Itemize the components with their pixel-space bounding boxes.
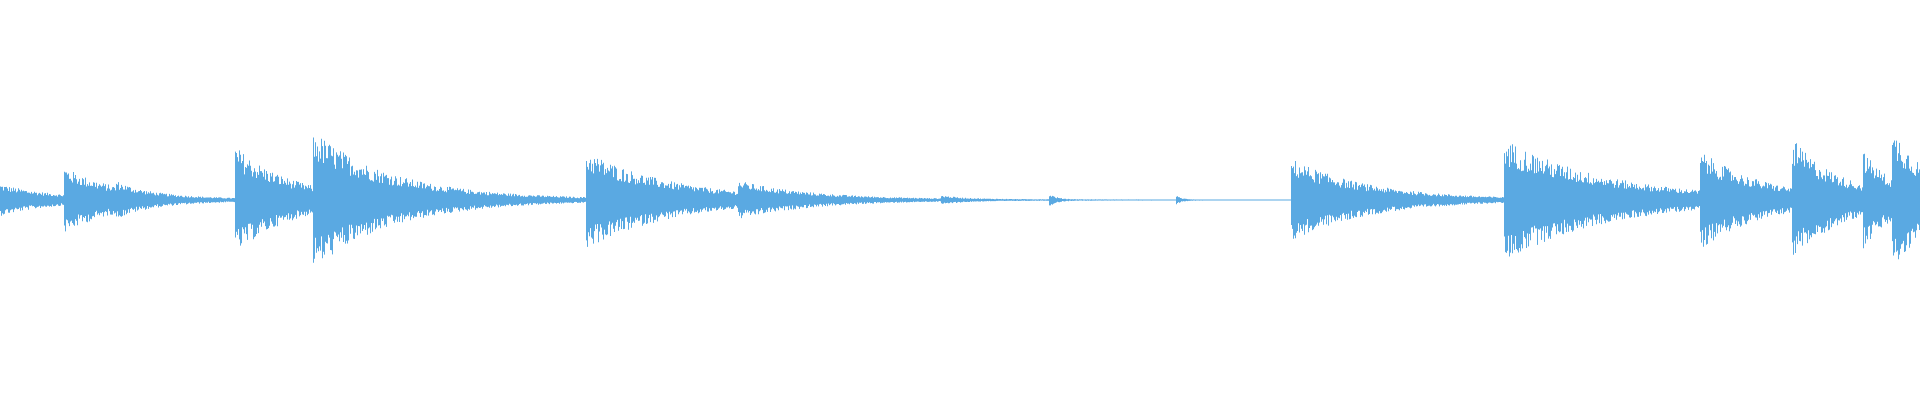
waveform-trace (0, 137, 1920, 263)
